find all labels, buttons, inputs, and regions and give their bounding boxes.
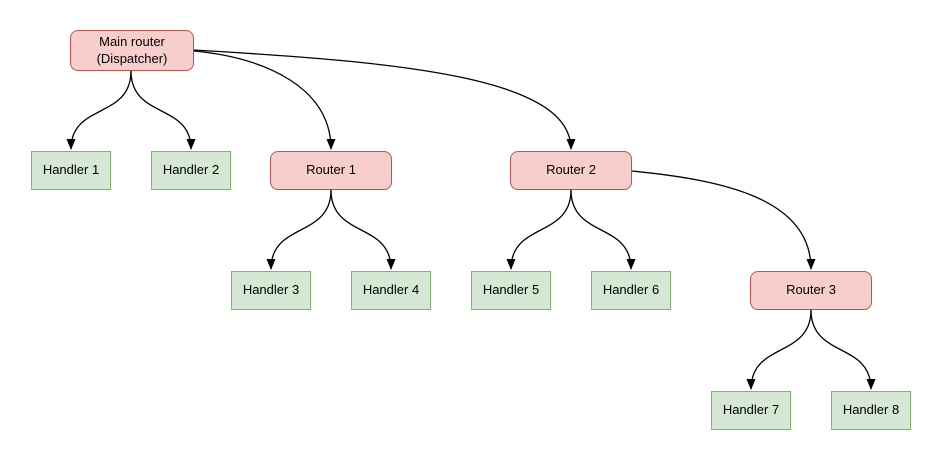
node-router-1: Router 1 <box>270 151 392 190</box>
edge-main-router-to-router-2 <box>193 49 576 150</box>
node-label: Router 1 <box>306 162 356 178</box>
node-handler-5: Handler 5 <box>471 271 551 310</box>
edge-router-1-to-handler-4 <box>330 189 396 270</box>
node-main-router: Main router (Dispatcher) <box>70 30 194 71</box>
edge-router-3-to-handler-8 <box>810 309 876 390</box>
edge-main-router-to-handler-2 <box>130 70 196 150</box>
edge-main-router-to-router-1 <box>193 50 336 150</box>
node-label: Router 3 <box>786 282 836 298</box>
edge-router-2-to-handler-6 <box>570 189 636 270</box>
node-label: Handler 6 <box>602 282 660 298</box>
node-label: Handler 2 <box>162 162 220 178</box>
edge-router-1-to-handler-3 <box>266 189 332 270</box>
node-router-3: Router 3 <box>750 271 872 310</box>
node-handler-2: Handler 2 <box>151 151 231 190</box>
edge-main-router-to-handler-1 <box>66 70 132 150</box>
node-label-line-2: (Dispatcher) <box>96 50 168 66</box>
node-router-2: Router 2 <box>510 151 632 190</box>
node-label: Handler 5 <box>482 282 540 298</box>
node-label: Router 2 <box>546 162 596 178</box>
node-handler-6: Handler 6 <box>591 271 671 310</box>
node-label-line-1: Main router <box>99 33 165 49</box>
node-handler-1: Handler 1 <box>31 151 111 190</box>
node-label: Handler 4 <box>362 282 420 298</box>
edge-router-3-to-handler-7 <box>746 309 812 390</box>
node-handler-4: Handler 4 <box>351 271 431 310</box>
node-handler-3: Handler 3 <box>231 271 311 310</box>
node-label: Handler 1 <box>42 162 100 178</box>
node-handler-8: Handler 8 <box>831 391 911 430</box>
edge-router-2-to-handler-5 <box>506 189 572 270</box>
node-handler-7: Handler 7 <box>711 391 791 430</box>
node-label: Handler 8 <box>842 402 900 418</box>
edge-router-2-to-router-3 <box>631 170 816 270</box>
node-label: Handler 7 <box>722 402 780 418</box>
node-label: Handler 3 <box>242 282 300 298</box>
